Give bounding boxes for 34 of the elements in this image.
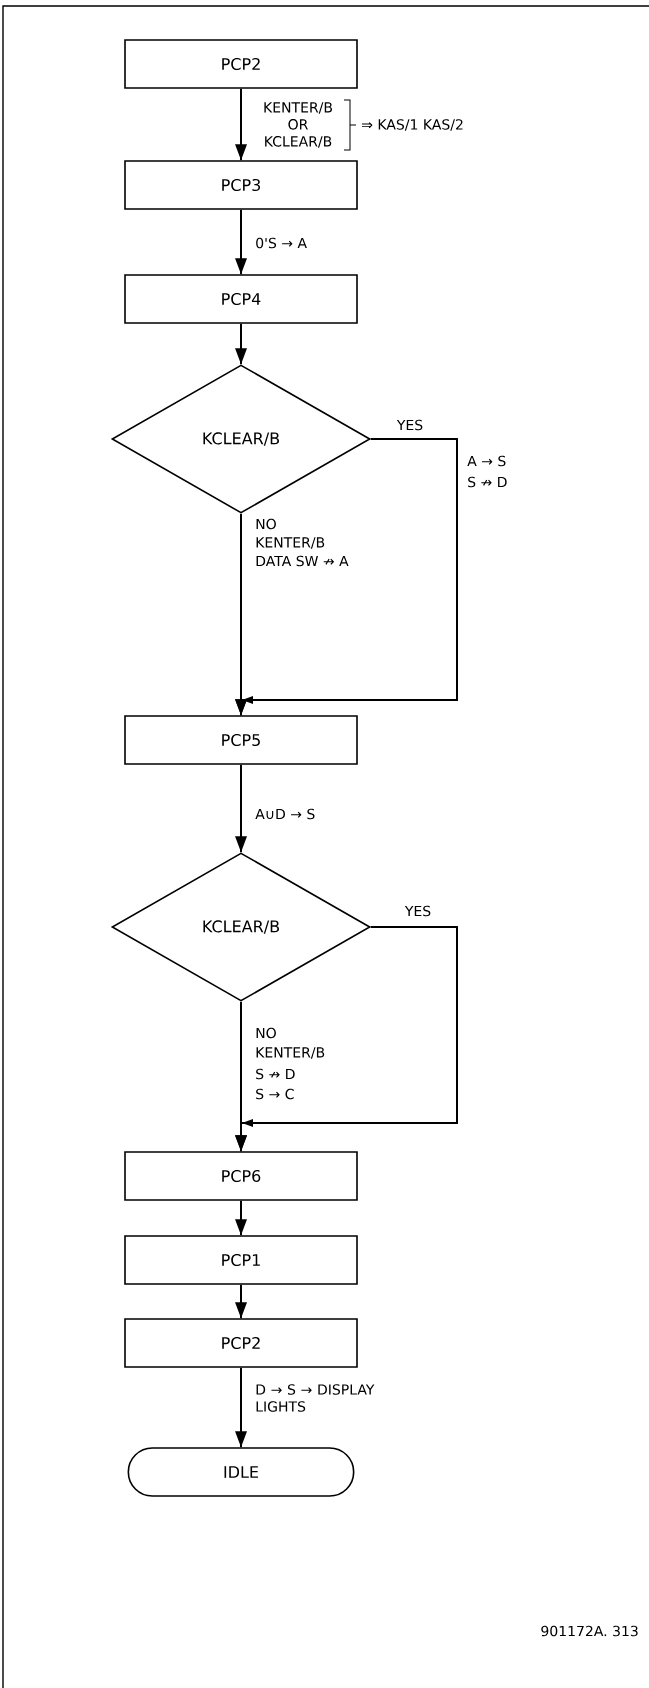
arrow-annotation: ⇒ KAS/1 KAS/2 xyxy=(362,119,463,131)
arrow xyxy=(235,87,247,162)
arrow xyxy=(235,208,247,276)
transfer-text: S ↛ D xyxy=(468,476,507,488)
terminal-box: IDLE xyxy=(127,1447,355,1497)
edge-label: A∪D → S xyxy=(255,808,315,820)
process-box: PCP2 xyxy=(124,39,358,89)
edge-label: 0'S → A xyxy=(256,237,307,249)
edge-label: NO xyxy=(256,518,276,530)
process-box: PCP6 xyxy=(124,1151,358,1201)
transfer-text: DATA SW ↛ A xyxy=(256,555,349,567)
process-box: PCP4 xyxy=(124,274,358,324)
arrow xyxy=(235,1366,247,1449)
transfer-text: A → S xyxy=(467,455,506,467)
arrow xyxy=(235,438,458,717)
process-box: PCP3 xyxy=(124,160,358,210)
process-box: PCP2 xyxy=(124,1318,358,1368)
edge-label: KENTER/B OR KCLEAR/B xyxy=(264,102,332,148)
transfer-text: S ↛ D xyxy=(256,1068,295,1080)
edge-label: YES xyxy=(396,419,423,431)
arrow xyxy=(235,1283,247,1320)
figure-number: 901172A. 313 xyxy=(541,1625,638,1637)
condition-text: KENTER/B xyxy=(256,537,325,549)
edge-label: D → S → DISPLAY LIGHTS xyxy=(256,1384,375,1412)
condition-text: KENTER/B xyxy=(256,1047,325,1059)
arrow xyxy=(235,926,458,1153)
arrow xyxy=(235,763,247,854)
process-box: PCP5 xyxy=(124,715,358,765)
edge-label: YES xyxy=(404,905,431,917)
arrow xyxy=(235,322,247,366)
edge-label: NO xyxy=(256,1027,276,1039)
process-box: PCP1 xyxy=(124,1235,358,1285)
transfer-text: S → C xyxy=(256,1088,294,1100)
arrow xyxy=(235,1199,247,1237)
